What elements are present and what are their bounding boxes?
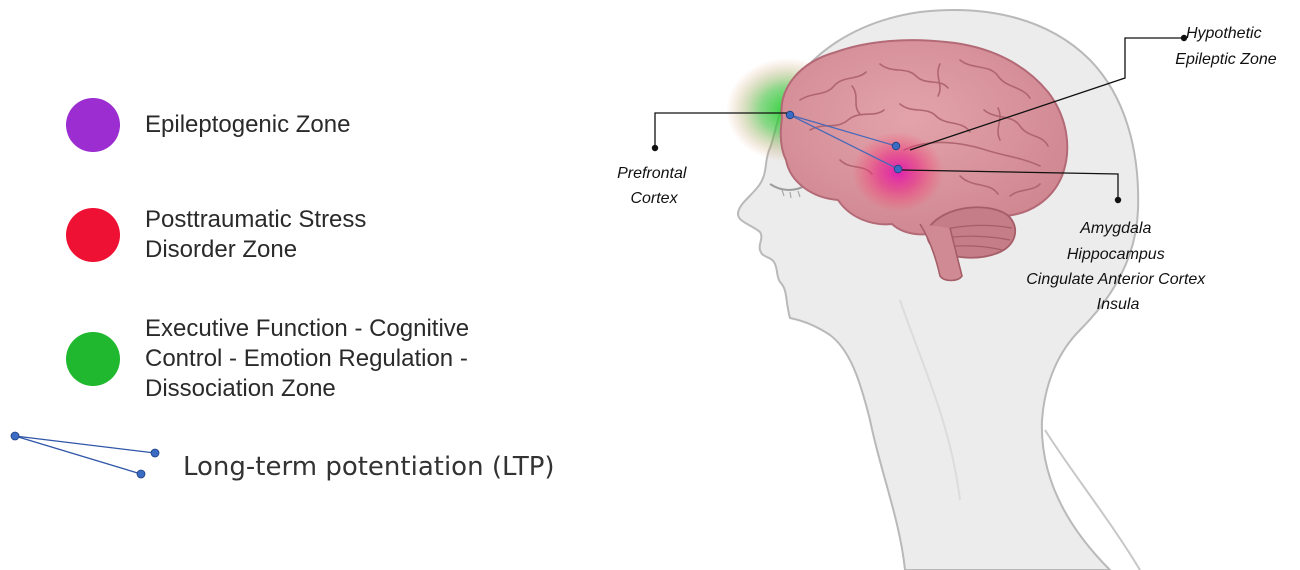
prefrontal-label: Prefrontal Cortex bbox=[617, 165, 691, 207]
hypothetic-label: Hypothetic Epileptic Zone bbox=[1175, 25, 1276, 68]
